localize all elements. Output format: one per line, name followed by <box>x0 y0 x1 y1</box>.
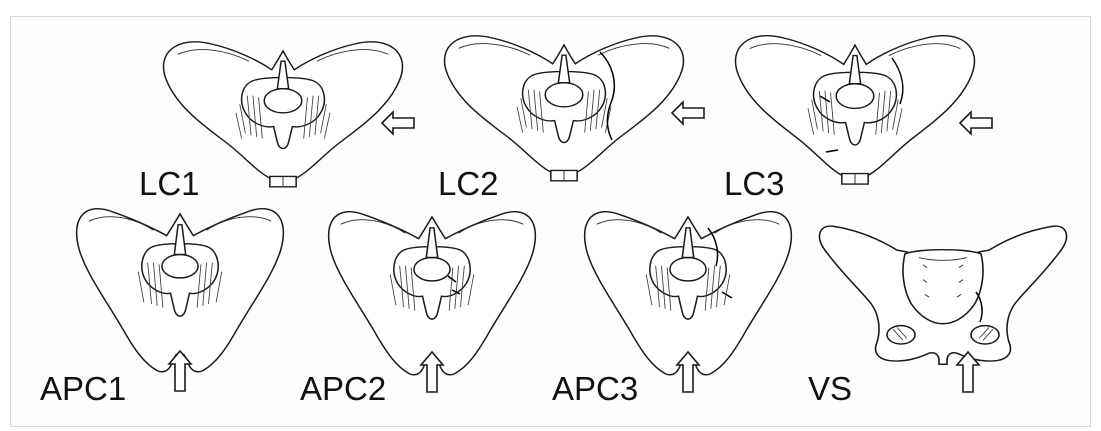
label-apc1: APC1 <box>40 372 126 405</box>
label-lc3: LC3 <box>724 167 785 200</box>
pelvis-icon <box>819 226 1066 364</box>
panel-apc1-figure <box>77 209 284 391</box>
label-vs: VS <box>808 372 852 405</box>
pelvis-icon <box>585 212 792 375</box>
label-lc2: LC2 <box>438 167 499 200</box>
pelvis-icon <box>445 36 684 181</box>
panel-apc3-figure <box>585 212 792 392</box>
pelvis-icon <box>77 209 284 372</box>
outline-arrow-icon <box>960 112 992 134</box>
outline-arrow-icon <box>672 102 704 124</box>
panel-apc2-figure <box>329 212 536 392</box>
panel-vs-figure <box>819 226 1066 392</box>
outline-arrow-icon <box>382 112 414 134</box>
pelvis-icon <box>329 212 536 375</box>
panel-lc3-figure <box>736 36 992 184</box>
label-lc1: LC1 <box>139 167 200 200</box>
panel-lc1-figure <box>164 42 414 187</box>
pelvis-icon <box>736 36 975 184</box>
label-apc2: APC2 <box>300 372 386 405</box>
panel-lc2-figure <box>445 36 704 181</box>
label-apc3: APC3 <box>552 372 638 405</box>
